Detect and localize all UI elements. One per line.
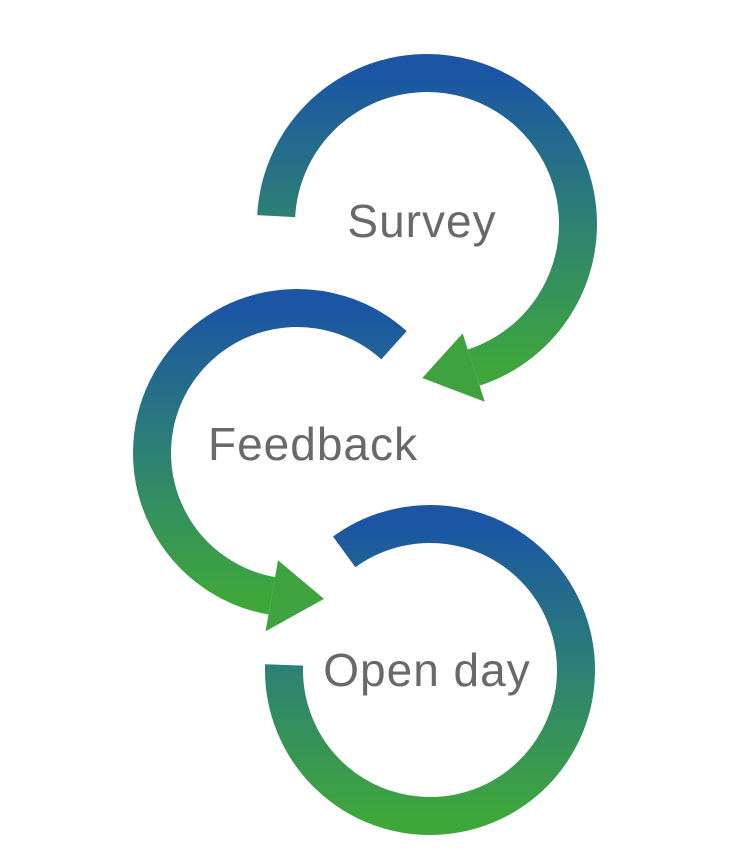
open-day-label: Open day [323,644,530,696]
open-day-step: Open day [265,505,595,835]
feedback-arrowhead-icon [265,560,324,632]
feedback-cycle-arrow-icon [133,289,407,615]
feedback-label: Feedback [208,418,418,470]
survey-cycle-arrow-icon [257,54,597,386]
survey-arrowhead-icon [422,333,485,402]
survey-step: Survey [257,54,597,402]
open-day-cycle-arrow-icon [265,505,595,835]
feedback-step: Feedback [133,289,418,632]
survey-label: Survey [347,195,496,247]
